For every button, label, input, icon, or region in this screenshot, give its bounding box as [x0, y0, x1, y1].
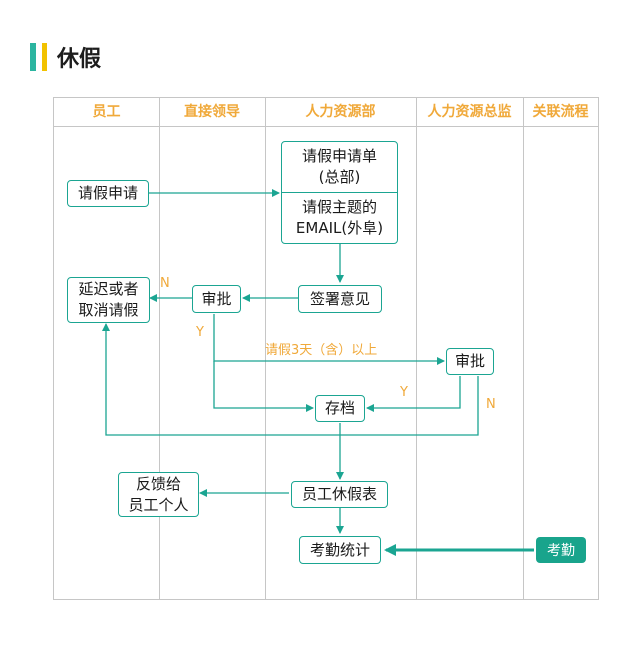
page-header: 休假 — [30, 43, 102, 72]
label-three-days-or-more: 请假3天（含）以上 — [265, 343, 378, 358]
page-title: 休假 — [57, 47, 102, 72]
label-no: N — [160, 276, 170, 291]
attendance-stats-node: 考勤统计 — [299, 536, 381, 564]
lane-header-manager: 直接领导 — [159, 98, 265, 127]
leave-email-line: 请假主题的 — [301, 198, 377, 216]
arrow-approve-yes-to-archive — [213, 361, 314, 412]
leave-table-node: 员工休假表 — [291, 481, 388, 508]
label-yes: Y — [196, 325, 204, 340]
leave-form-line: (总部) — [318, 168, 361, 186]
lane-divider — [416, 98, 417, 599]
lane-divider — [265, 98, 266, 599]
lane-header-hr: 人力资源部 — [265, 98, 416, 127]
delay-cancel-line: 延迟或者 — [78, 280, 139, 298]
title-accent-teal — [30, 43, 36, 71]
director-approve-node: 审批 — [446, 348, 494, 375]
arrow-director-no-to-delay — [102, 323, 479, 436]
attendance-link-badge: 考勤 — [536, 537, 586, 563]
leave-form-line: 请假申请单 — [301, 147, 377, 165]
leave-form-node: 请假申请单 (总部) 请假主题的 EMAIL(外阜) — [281, 141, 398, 244]
leave-email-line: EMAIL(外阜) — [295, 219, 384, 237]
label-no: N — [486, 397, 496, 412]
delay-cancel-line: 取消请假 — [78, 301, 139, 319]
lane-header-related: 关联流程 — [523, 98, 598, 127]
feedback-node: 反馈给 员工个人 — [118, 472, 199, 517]
leave-request-node: 请假申请 — [67, 180, 149, 207]
feedback-line: 员工个人 — [128, 495, 189, 514]
lane-divider — [523, 98, 524, 599]
leave-form-section: 请假申请单 (总部) — [282, 142, 397, 192]
label-yes: Y — [400, 385, 408, 400]
manager-approve-node: 审批 — [192, 285, 241, 313]
delay-cancel-node: 延迟或者 取消请假 — [67, 277, 150, 323]
lane-header-employee: 员工 — [54, 98, 159, 127]
lane-header-hr-director: 人力资源总监 — [416, 98, 523, 127]
swimlane-table: 员工 直接领导 人力资源部 人力资源总监 关联流程 — [53, 97, 599, 600]
leave-email-section: 请假主题的 EMAIL(外阜) — [282, 192, 397, 243]
sign-opinion-node: 签署意见 — [298, 285, 382, 313]
feedback-line: 反馈给 — [135, 474, 181, 493]
arrow-director-yes-to-archive — [366, 376, 461, 412]
lane-divider — [159, 98, 160, 599]
archive-node: 存档 — [315, 395, 365, 422]
title-accent-yellow — [42, 43, 47, 71]
